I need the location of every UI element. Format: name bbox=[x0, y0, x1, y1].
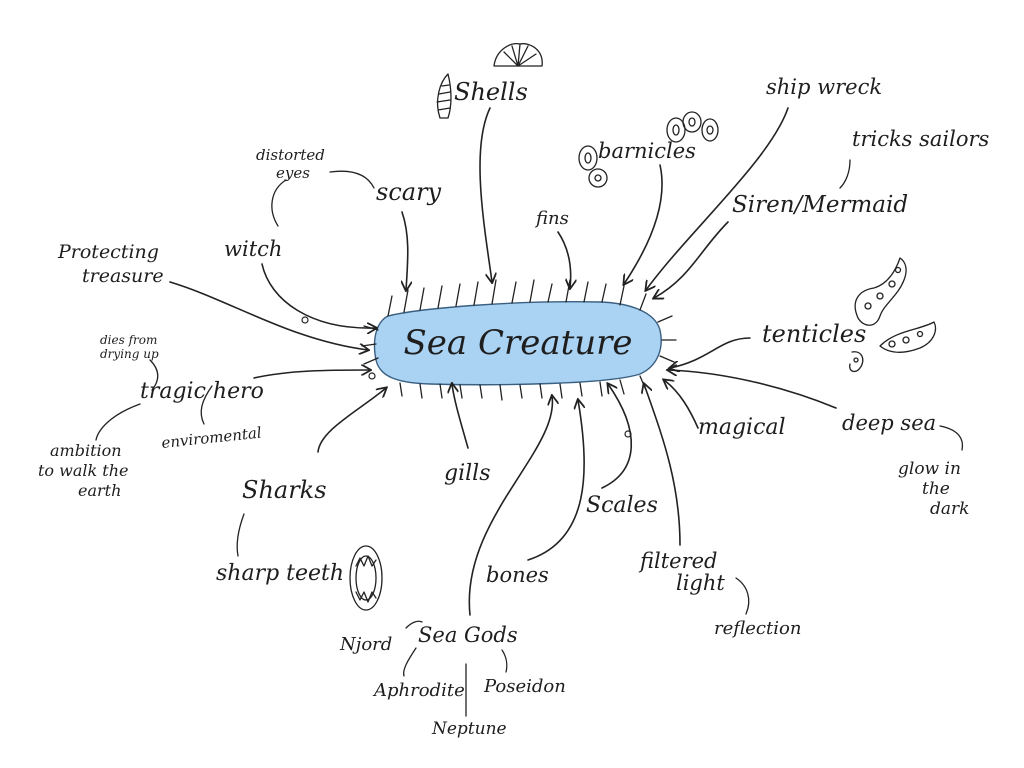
connector-bones bbox=[527, 400, 584, 561]
label-dies-2: drying up bbox=[100, 347, 159, 361]
label-tricks-sailors: tricks sailors bbox=[852, 127, 990, 151]
connector-tenticles bbox=[670, 337, 751, 368]
tentacle-icon bbox=[849, 257, 937, 373]
label-environmental: enviromental bbox=[161, 424, 263, 452]
connector-dot-witch bbox=[301, 316, 309, 324]
label-glow-2: the bbox=[922, 479, 950, 499]
label-njord: Njord bbox=[339, 634, 392, 655]
label-magical: magical bbox=[698, 415, 786, 440]
label-treasure-2: treasure bbox=[82, 265, 164, 287]
label-sea-gods: Sea Gods bbox=[418, 623, 518, 647]
connector-barnicles bbox=[624, 164, 663, 284]
label-deep-sea: deep sea bbox=[842, 411, 936, 435]
label-filtered-2: light bbox=[676, 571, 725, 595]
label-glow-1: glow in bbox=[898, 459, 961, 479]
label-ambition-2: to walk the bbox=[38, 461, 128, 480]
connector-dot-blob bbox=[368, 372, 376, 380]
connector-shells bbox=[479, 107, 492, 282]
label-sharp-teeth: sharp teeth bbox=[216, 561, 344, 586]
center-label: Sea Creature bbox=[403, 323, 632, 363]
connector-gills bbox=[452, 384, 469, 449]
connector-dies bbox=[149, 359, 159, 391]
connector-environmental bbox=[200, 385, 213, 425]
label-ambition-3: earth bbox=[78, 481, 121, 500]
connector-sea-gods bbox=[468, 396, 552, 616]
label-poseidon: Poseidon bbox=[483, 676, 566, 697]
connector-ambition bbox=[95, 403, 141, 441]
labels: Shells barnicles ship wreck tricks sailo… bbox=[38, 75, 990, 739]
connector-distorted-eyes bbox=[329, 170, 375, 189]
barnacle-icon bbox=[578, 111, 719, 188]
connector-njord bbox=[405, 620, 423, 629]
connector-tragic-hero bbox=[253, 370, 370, 379]
connector-filtered-light bbox=[644, 384, 681, 546]
connector-magical bbox=[664, 380, 699, 429]
connector-aphrodite bbox=[402, 647, 417, 677]
label-reflection: reflection bbox=[714, 618, 801, 639]
connector-treasure bbox=[169, 281, 368, 350]
label-neptune: Neptune bbox=[431, 719, 507, 739]
connector-siren bbox=[654, 221, 729, 298]
label-glow-3: dark bbox=[930, 499, 969, 519]
label-gills: gills bbox=[444, 461, 490, 486]
connector-witch bbox=[261, 263, 376, 328]
label-witch: witch bbox=[224, 237, 282, 261]
label-filtered-1: filtered bbox=[638, 549, 718, 573]
label-ship-wreck: ship wreck bbox=[766, 75, 882, 99]
shell-icon bbox=[436, 73, 452, 119]
label-distorted-1: distorted bbox=[256, 146, 325, 164]
label-barnicles: barnicles bbox=[598, 139, 696, 163]
central-blob-top-spikes bbox=[387, 279, 647, 317]
connector-ship-wreck bbox=[646, 107, 789, 290]
central-blob-bottom-spikes bbox=[399, 375, 647, 401]
label-fins: fins bbox=[534, 208, 569, 229]
connector-reflection bbox=[735, 577, 750, 615]
label-scales: Scales bbox=[586, 493, 658, 518]
connector-poseidon bbox=[501, 649, 508, 673]
connector-dot-scales bbox=[624, 430, 632, 438]
label-aphrodite: Aphrodite bbox=[372, 680, 465, 701]
label-tragic-hero: tragic hero bbox=[140, 379, 264, 404]
label-ambition-1: ambition bbox=[50, 441, 122, 460]
label-sharks: Sharks bbox=[242, 476, 327, 504]
label-bones: bones bbox=[486, 563, 549, 587]
central-node: Sea Creature bbox=[361, 279, 677, 401]
connector-deep-sea bbox=[668, 370, 837, 409]
connector-scales bbox=[601, 384, 633, 489]
label-distorted-2: eyes bbox=[276, 164, 310, 182]
connector-scary bbox=[402, 211, 408, 290]
shark-jaw-icon bbox=[349, 545, 383, 611]
label-tenticles: tenticles bbox=[762, 320, 866, 348]
connector-tricks-sailors bbox=[839, 159, 851, 189]
label-shells: Shells bbox=[454, 78, 528, 106]
connector-glow bbox=[939, 425, 964, 451]
connector-eyes-witch bbox=[271, 179, 287, 227]
label-scary: scary bbox=[376, 178, 442, 206]
connector-sharks bbox=[317, 388, 386, 453]
label-treasure-1: Protecting bbox=[57, 241, 159, 263]
connector-sharp-teeth bbox=[236, 513, 245, 557]
scallop-shell-icon bbox=[493, 43, 543, 67]
central-blob bbox=[373, 301, 662, 386]
connectors bbox=[95, 107, 964, 717]
connector-fins bbox=[557, 231, 571, 288]
label-dies-1: dies from bbox=[100, 333, 157, 347]
label-siren-mermaid: Siren/Mermaid bbox=[732, 192, 908, 218]
